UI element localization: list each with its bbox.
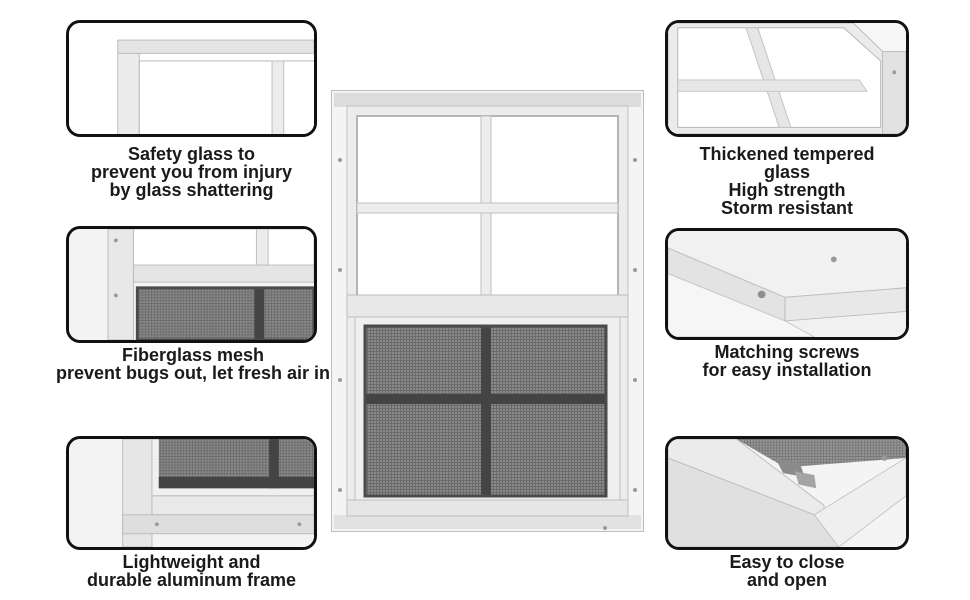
caption-safety-glass: Safety glass to prevent you from injury …: [90, 144, 293, 200]
caption-fiberglass-mesh: Fiberglass mesh prevent bugs out, let fr…: [55, 345, 331, 383]
window-product-image: [331, 90, 644, 532]
caption-aluminum-frame: Lightweight and durable aluminum frame: [86, 552, 297, 590]
caption-matching-screws: Matching screws for easy installation: [702, 342, 872, 380]
caption-close-open: Easy to close and open: [729, 552, 845, 590]
close-open-detail-image: [665, 436, 909, 550]
tempered-glass-detail-image: [665, 20, 909, 137]
aluminum-frame-detail-image: [66, 436, 317, 550]
caption-tempered-glass: Thickened tempered glass High strength S…: [699, 144, 875, 218]
safety-glass-detail-image: [66, 20, 317, 137]
fiberglass-mesh-detail-image: [66, 226, 317, 343]
matching-screws-detail-image: [665, 228, 909, 340]
